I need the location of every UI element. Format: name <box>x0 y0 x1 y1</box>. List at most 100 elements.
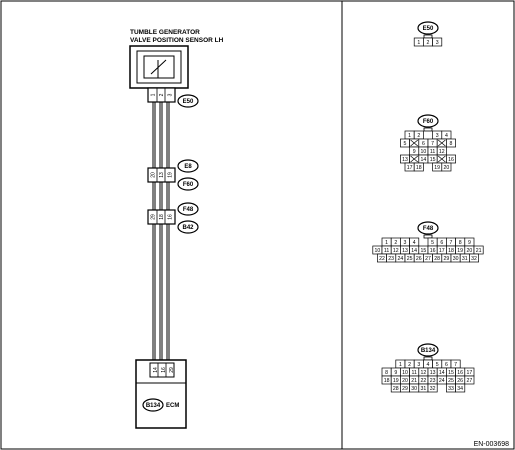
pin-view-tag <box>417 343 439 357</box>
pin-number: 1 <box>399 362 402 368</box>
ecm-pin-2: 16 <box>161 367 167 373</box>
pin-number: 33 <box>448 386 454 392</box>
pin-number: 6 <box>422 141 425 147</box>
pin-view-tag <box>417 21 439 35</box>
figure-id: EN-003698 <box>474 441 510 448</box>
pin-number: 30 <box>453 256 459 262</box>
pin-number: 20 <box>444 165 450 171</box>
pin-number: 8 <box>450 141 453 147</box>
pin-number: 5 <box>431 240 434 246</box>
pin-number: 11 <box>412 370 417 376</box>
pin-number: 1 <box>417 40 420 46</box>
pin-number: 16 <box>430 248 436 254</box>
inline-connector-pin: 19 <box>168 172 174 178</box>
harness-wires <box>152 88 170 370</box>
sensor-title-line2: VALVE POSITION SENSOR LH <box>130 37 224 44</box>
pin-number: 7 <box>454 362 457 368</box>
pin-number: 6 <box>440 240 443 246</box>
pin-number: 19 <box>393 378 399 384</box>
pin-number: 14 <box>439 370 445 376</box>
pin-number: 4 <box>413 240 416 246</box>
connector-tag <box>177 202 199 216</box>
pin-view-label: E50 <box>423 26 434 32</box>
pin-number: 16 <box>457 370 463 376</box>
inline-connector-pin: 1 <box>151 93 157 96</box>
pin-number: 12 <box>393 248 399 254</box>
pin-number: 15 <box>430 157 436 163</box>
pin-number: 1 <box>385 240 388 246</box>
ecm-pin-1: 14 <box>153 367 159 373</box>
pin-number: 8 <box>385 370 388 376</box>
pin-number: 3 <box>436 40 439 46</box>
pin-number: 26 <box>457 378 463 384</box>
pin-number: 24 <box>398 256 404 262</box>
pin-view-label: F48 <box>423 226 434 232</box>
pin-number: 4 <box>445 133 448 139</box>
pin-number: 19 <box>457 248 463 254</box>
pin-number: 15 <box>421 248 427 254</box>
pin-view-label: F60 <box>423 119 434 125</box>
pin-number: 17 <box>467 370 473 376</box>
pin-number: 9 <box>468 240 471 246</box>
pin-number: 13 <box>402 248 408 254</box>
pin-number: 21 <box>476 248 482 254</box>
pin-number: 9 <box>394 370 397 376</box>
pin-number: 32 <box>430 386 436 392</box>
pin-number: 24 <box>439 378 445 384</box>
pin-number: 27 <box>425 256 431 262</box>
pin-number: 4 <box>427 362 430 368</box>
pin-view-label: B134 <box>421 348 436 354</box>
pin-cell <box>446 138 456 148</box>
pin-cell <box>432 37 443 47</box>
pin-number: 30 <box>411 386 417 392</box>
pin-number: 13 <box>430 370 436 376</box>
pin-number: 23 <box>388 256 394 262</box>
pin-cell <box>469 253 479 263</box>
pin-number: 16 <box>448 157 454 163</box>
pin-number: 7 <box>431 141 434 147</box>
pin-number: 2 <box>427 40 430 46</box>
pin-number: 6 <box>445 362 448 368</box>
pin-number: 18 <box>384 378 390 384</box>
pin-cell <box>413 162 424 172</box>
inline-connector-pin: 2 <box>159 93 165 96</box>
inline-connector-pin: 16 <box>168 214 174 220</box>
inline-connector-pin: 20 <box>151 172 157 178</box>
connector-tag-label: E50 <box>183 99 194 105</box>
pin-number: 12 <box>439 149 445 155</box>
pin-number: 10 <box>421 149 427 155</box>
pin-number: 15 <box>448 370 454 376</box>
pin-number: 1 <box>408 133 411 139</box>
pin-number: 8 <box>459 240 462 246</box>
pin-number: 28 <box>393 386 399 392</box>
pin-number: 17 <box>439 248 445 254</box>
sensor-symbol <box>129 45 189 89</box>
pin-number: 2 <box>394 240 397 246</box>
pin-view-tag <box>417 221 439 235</box>
sensor-title-line1: TUMBLE GENERATOR <box>130 29 200 36</box>
pin-view-tag <box>417 114 439 128</box>
pin-number: 12 <box>421 370 427 376</box>
pin-number: 25 <box>448 378 454 384</box>
pin-number: 10 <box>375 248 381 254</box>
connector-tag-label: F60 <box>183 182 194 188</box>
pin-number: 9 <box>413 149 416 155</box>
pin-number: 5 <box>404 141 407 147</box>
pin-number: 3 <box>404 240 407 246</box>
pin-number: 21 <box>411 378 417 384</box>
pin-number: 28 <box>434 256 440 262</box>
ecm-label: ECM <box>166 403 179 409</box>
connector-tag-label: F48 <box>183 207 194 213</box>
pin-cell <box>441 162 452 172</box>
pin-number: 23 <box>430 378 436 384</box>
inline-connector-pin: 3 <box>168 93 174 96</box>
pin-number: 2 <box>417 133 420 139</box>
